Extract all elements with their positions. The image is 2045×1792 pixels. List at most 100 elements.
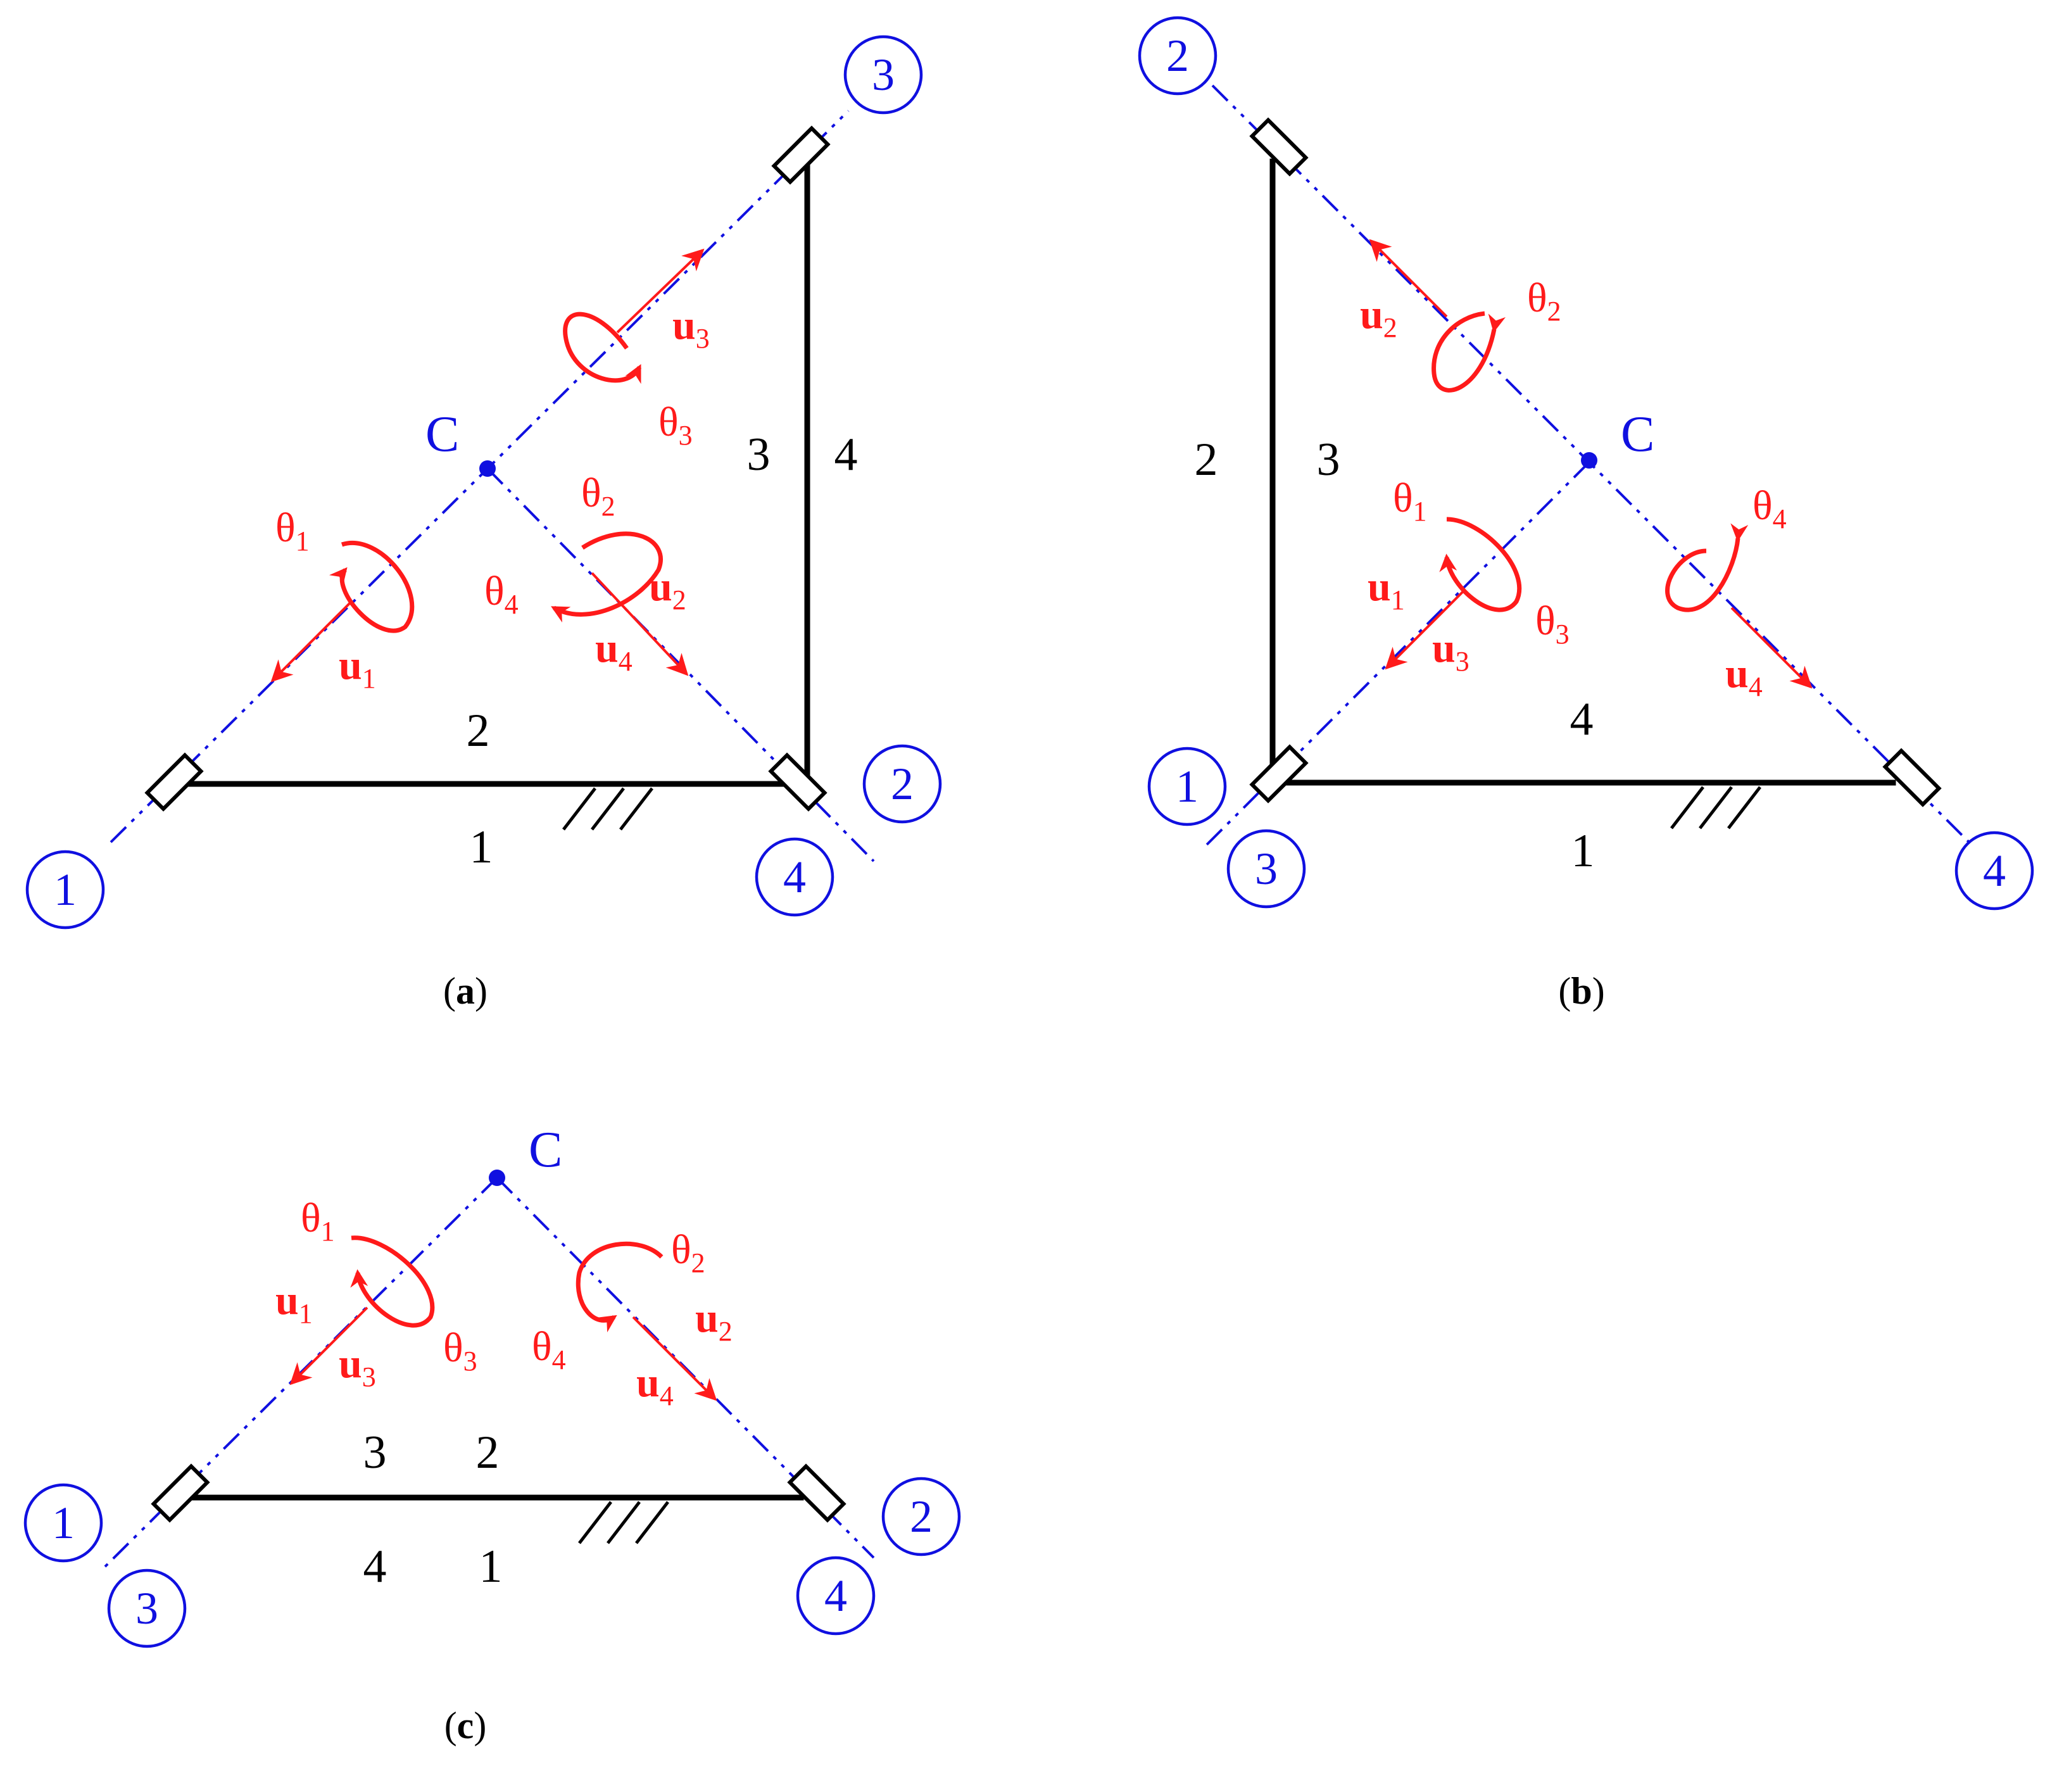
node-2: 2 <box>1138 16 1218 96</box>
panel-c: C 1 2 3 4 1 2 3 4 θ1 u1 u3 <box>23 1122 961 1746</box>
svg-text:3: 3 <box>135 1583 158 1634</box>
member-label-4: 4 <box>1570 693 1594 745</box>
u4-label: u4 <box>595 625 632 677</box>
member-label-4: 4 <box>363 1541 387 1593</box>
u2-label: u2 <box>695 1295 733 1347</box>
u2-label: u2 <box>1360 291 1397 343</box>
node-4: 4 <box>1954 831 2034 911</box>
theta2-theta4-rotation <box>551 531 663 623</box>
u1-u3-arrow <box>289 1306 368 1385</box>
member-label-3: 3 <box>1317 434 1340 486</box>
centre-point <box>479 460 496 477</box>
centre-label: C <box>425 407 459 462</box>
centre-label: C <box>529 1122 562 1178</box>
u1-label: u1 <box>1368 564 1405 615</box>
node-3: 3 <box>107 1568 187 1648</box>
theta3-label: θ3 <box>1535 598 1570 650</box>
node-1: 1 <box>1147 747 1227 826</box>
u2-arrow <box>1369 239 1448 318</box>
theta2-label: θ2 <box>1527 275 1561 327</box>
u4-label: u4 <box>1725 650 1763 702</box>
theta1-theta3-rotation <box>1439 517 1522 612</box>
theta2-label: θ2 <box>581 470 615 522</box>
centre-label: C <box>1621 407 1654 462</box>
member-label-4: 4 <box>834 429 858 481</box>
slider-block-bottom-right <box>768 752 827 812</box>
fixed-support-hatch <box>562 787 653 831</box>
axis-2-4 <box>1211 84 1989 862</box>
fixed-support-hatch <box>1670 786 1761 830</box>
slider-block-bottom-left <box>1249 744 1309 804</box>
member-label-3: 3 <box>747 429 771 481</box>
node-4: 4 <box>796 1556 876 1636</box>
caption-c: (c) <box>444 1705 487 1746</box>
theta1-label: θ1 <box>1393 475 1427 527</box>
node-3: 3 <box>843 35 923 115</box>
u3-arrow <box>616 248 705 334</box>
theta1-label: θ1 <box>275 505 310 557</box>
centre-point <box>1581 452 1597 469</box>
theta3-rotation <box>563 312 642 384</box>
svg-text:3: 3 <box>872 49 895 100</box>
theta2-label: θ2 <box>671 1227 705 1278</box>
theta1-rotation <box>329 541 415 633</box>
svg-text:4: 4 <box>824 1570 847 1621</box>
u2-u4-arrow <box>591 572 689 676</box>
svg-text:4: 4 <box>783 852 806 902</box>
node-1: 1 <box>25 850 105 930</box>
u3-label: u3 <box>1432 625 1469 677</box>
member-label-1: 1 <box>479 1541 503 1593</box>
svg-text:2: 2 <box>910 1491 933 1542</box>
theta4-label: θ4 <box>1752 483 1787 534</box>
slider-block-bottom-right <box>1882 748 1942 807</box>
node-1: 1 <box>23 1483 103 1563</box>
caption-b: (b) <box>1558 970 1604 1012</box>
u1-label: u1 <box>275 1277 313 1329</box>
node-4: 4 <box>755 837 834 917</box>
u4-label: u4 <box>636 1360 674 1411</box>
theta2-rotation <box>1432 311 1506 393</box>
slider-block-right <box>787 1463 846 1523</box>
fixed-support-hatch <box>578 1501 669 1544</box>
node-3: 3 <box>1226 829 1306 909</box>
theta4-rotation <box>1665 523 1749 612</box>
centre-point <box>489 1170 505 1186</box>
member-label-1: 1 <box>1571 825 1595 877</box>
theta3-label: θ3 <box>443 1325 477 1377</box>
theta1-theta3-rotation <box>350 1235 435 1328</box>
u2-u4-arrow <box>632 1316 717 1401</box>
axis-1-3 <box>110 110 850 843</box>
theta1-label: θ1 <box>301 1195 335 1247</box>
u2-label: u2 <box>649 564 686 615</box>
svg-text:2: 2 <box>1166 30 1189 81</box>
caption-a: (a) <box>443 970 488 1012</box>
member-label-1: 1 <box>470 821 493 873</box>
slider-block-left <box>151 1463 210 1523</box>
u1-u3-arrow <box>1385 591 1464 670</box>
node-2: 2 <box>862 744 942 824</box>
svg-text:1: 1 <box>54 864 77 915</box>
svg-text:1: 1 <box>1176 761 1199 812</box>
theta4-label: θ4 <box>532 1323 566 1375</box>
theta2-theta4-rotation <box>576 1241 664 1333</box>
u3-label: u3 <box>339 1341 376 1392</box>
member-label-3: 3 <box>363 1427 387 1479</box>
member-label-2: 2 <box>467 705 490 757</box>
svg-text:2: 2 <box>891 759 914 809</box>
svg-text:3: 3 <box>1255 843 1278 894</box>
u1-label: u1 <box>339 642 376 694</box>
u3-label: u3 <box>672 302 710 354</box>
u1-arrow <box>270 600 353 683</box>
svg-text:1: 1 <box>52 1498 75 1548</box>
member-label-2: 2 <box>1195 434 1218 486</box>
svg-text:4: 4 <box>1983 845 2006 896</box>
slider-block-top <box>1249 117 1309 177</box>
panel-b: C 1 2 3 4 1 2 3 4 u2 θ2 <box>1138 16 2034 1012</box>
slider-block-top <box>771 125 831 185</box>
theta4-label: θ4 <box>484 568 519 620</box>
member-label-2: 2 <box>476 1427 500 1479</box>
u4-arrow <box>1730 607 1813 689</box>
panel-a: C 1 2 3 4 1 2 3 4 θ1 u1 <box>25 35 942 1012</box>
theta3-label: θ3 <box>658 399 693 451</box>
